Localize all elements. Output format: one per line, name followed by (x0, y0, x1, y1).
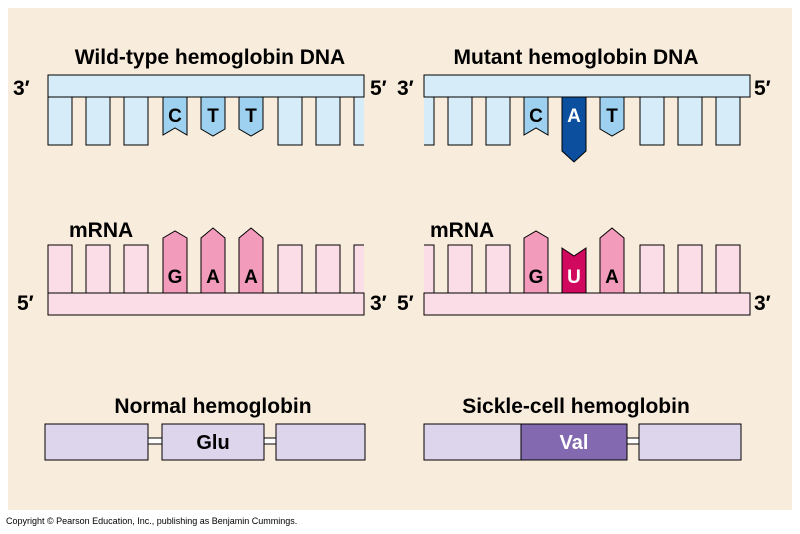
mutant-dna-stub (485, 96, 511, 146)
mutant-dna-title: Mutant hemoglobin DNA (454, 46, 699, 69)
wild-mrna-stub (277, 244, 303, 294)
copyright-notice: Copyright © Pearson Education, Inc., pub… (6, 516, 298, 526)
mutant-dna-backbone (423, 74, 751, 98)
peptide-bond (147, 437, 163, 445)
wild-mrna-base-a (200, 227, 226, 294)
normal-protein-chain: Glu (44, 423, 366, 461)
mutant-mrna-stub (639, 244, 665, 294)
mutant-dna-letter: A (567, 106, 581, 127)
mutant-dna-stub-edge (424, 96, 435, 146)
mutant-mrna-stub (715, 244, 741, 294)
wild-mrna-stub (123, 244, 149, 294)
mutant-mrna-strand: G U A (423, 227, 751, 316)
mutant-mrna-letter: G (529, 267, 544, 288)
wild-dna-base-t (238, 96, 264, 137)
wild-dna-letter: T (207, 106, 219, 127)
mutant-dna-letter: T (606, 106, 618, 127)
mutant-mrna-letter: A (605, 267, 619, 288)
peptide-bond (263, 437, 277, 445)
wild-dna-letter: T (245, 106, 257, 127)
normal-residue-right (275, 423, 366, 461)
mutant-dna-3-prime: 3′ (397, 77, 414, 100)
sickle-residue-val (520, 423, 628, 461)
mutant-mrna-label: mRNA (430, 219, 494, 242)
wild-dna-base-c (162, 96, 188, 136)
mutant-dna-stub (677, 96, 703, 146)
wild-mrna-base-g (162, 230, 188, 294)
mutant-dna-strand: C A T (423, 74, 751, 163)
wild-dna-stub (85, 96, 111, 146)
wild-dna-strand: C T T (47, 74, 365, 146)
mutant-dna-base-c (523, 96, 549, 136)
wild-dna-title: Wild-type hemoglobin DNA (75, 46, 345, 69)
wild-dna-stub (277, 96, 303, 146)
wild-mrna-stub (85, 244, 111, 294)
normal-residue-glu (161, 423, 265, 461)
wild-dna-base-t (200, 96, 226, 137)
wild-mrna-strand: G A A (47, 227, 365, 316)
normal-amino-acid-label: Glu (196, 432, 229, 454)
mutant-mrna-base-g (523, 230, 549, 294)
wild-mrna-letter: A (244, 267, 258, 288)
wild-dna-letter: C (168, 106, 182, 127)
wild-mrna-stub-edge (353, 244, 364, 294)
wild-mrna-stub (315, 244, 341, 294)
wild-dna-stub-edge (353, 96, 364, 146)
normal-hemoglobin-title: Normal hemoglobin (114, 395, 311, 418)
mutant-dna-letter: C (529, 106, 543, 127)
mutant-mrna-letter: U (567, 267, 581, 288)
mutant-mrna-stub (447, 244, 473, 294)
sickle-amino-acid-label: Val (560, 432, 589, 454)
wild-dna-3-prime: 3′ (13, 77, 30, 100)
mutant-dna-stub (639, 96, 665, 146)
wild-dna-5-prime: 5′ (370, 77, 387, 100)
mutant-mrna-stub (485, 244, 511, 294)
mutant-dna-base-t (599, 96, 625, 137)
wild-mrna-stub (47, 244, 73, 294)
mutant-dna-stub (715, 96, 741, 146)
wild-dna-stub (315, 96, 341, 146)
wild-dna-stub (123, 96, 149, 146)
wild-dna-backbone (47, 74, 365, 98)
wild-mrna-base-a (238, 227, 264, 294)
mutant-dna-base-a (561, 96, 587, 163)
mutant-dna-stub (447, 96, 473, 146)
mutant-dna-5-prime: 5′ (754, 77, 771, 100)
peptide-bond (626, 437, 640, 445)
mutant-mrna-base-a (599, 227, 625, 294)
mutant-mrna-3-prime: 3′ (754, 292, 771, 315)
mutant-mrna-stub-edge (424, 244, 435, 294)
wild-dna-stub (47, 96, 73, 146)
wild-mrna-5-prime: 5′ (17, 292, 34, 315)
mutant-mrna-stub (677, 244, 703, 294)
wild-mrna-letter: G (168, 267, 183, 288)
mutant-mrna-base-u (561, 247, 587, 294)
wild-mrna-letter: A (206, 267, 220, 288)
sickle-protein-chain: Val (423, 423, 742, 461)
wild-mrna-3-prime: 3′ (370, 292, 387, 315)
sickle-residue-right (638, 423, 742, 461)
mutant-mrna-backbone (423, 292, 751, 316)
normal-residue-left (44, 423, 149, 461)
mutant-mrna-5-prime: 5′ (397, 292, 414, 315)
wild-mrna-backbone (47, 292, 365, 316)
wild-mrna-label: mRNA (69, 219, 133, 242)
sickle-residue-left (423, 423, 522, 461)
sickle-hemoglobin-title: Sickle-cell hemoglobin (462, 395, 690, 418)
